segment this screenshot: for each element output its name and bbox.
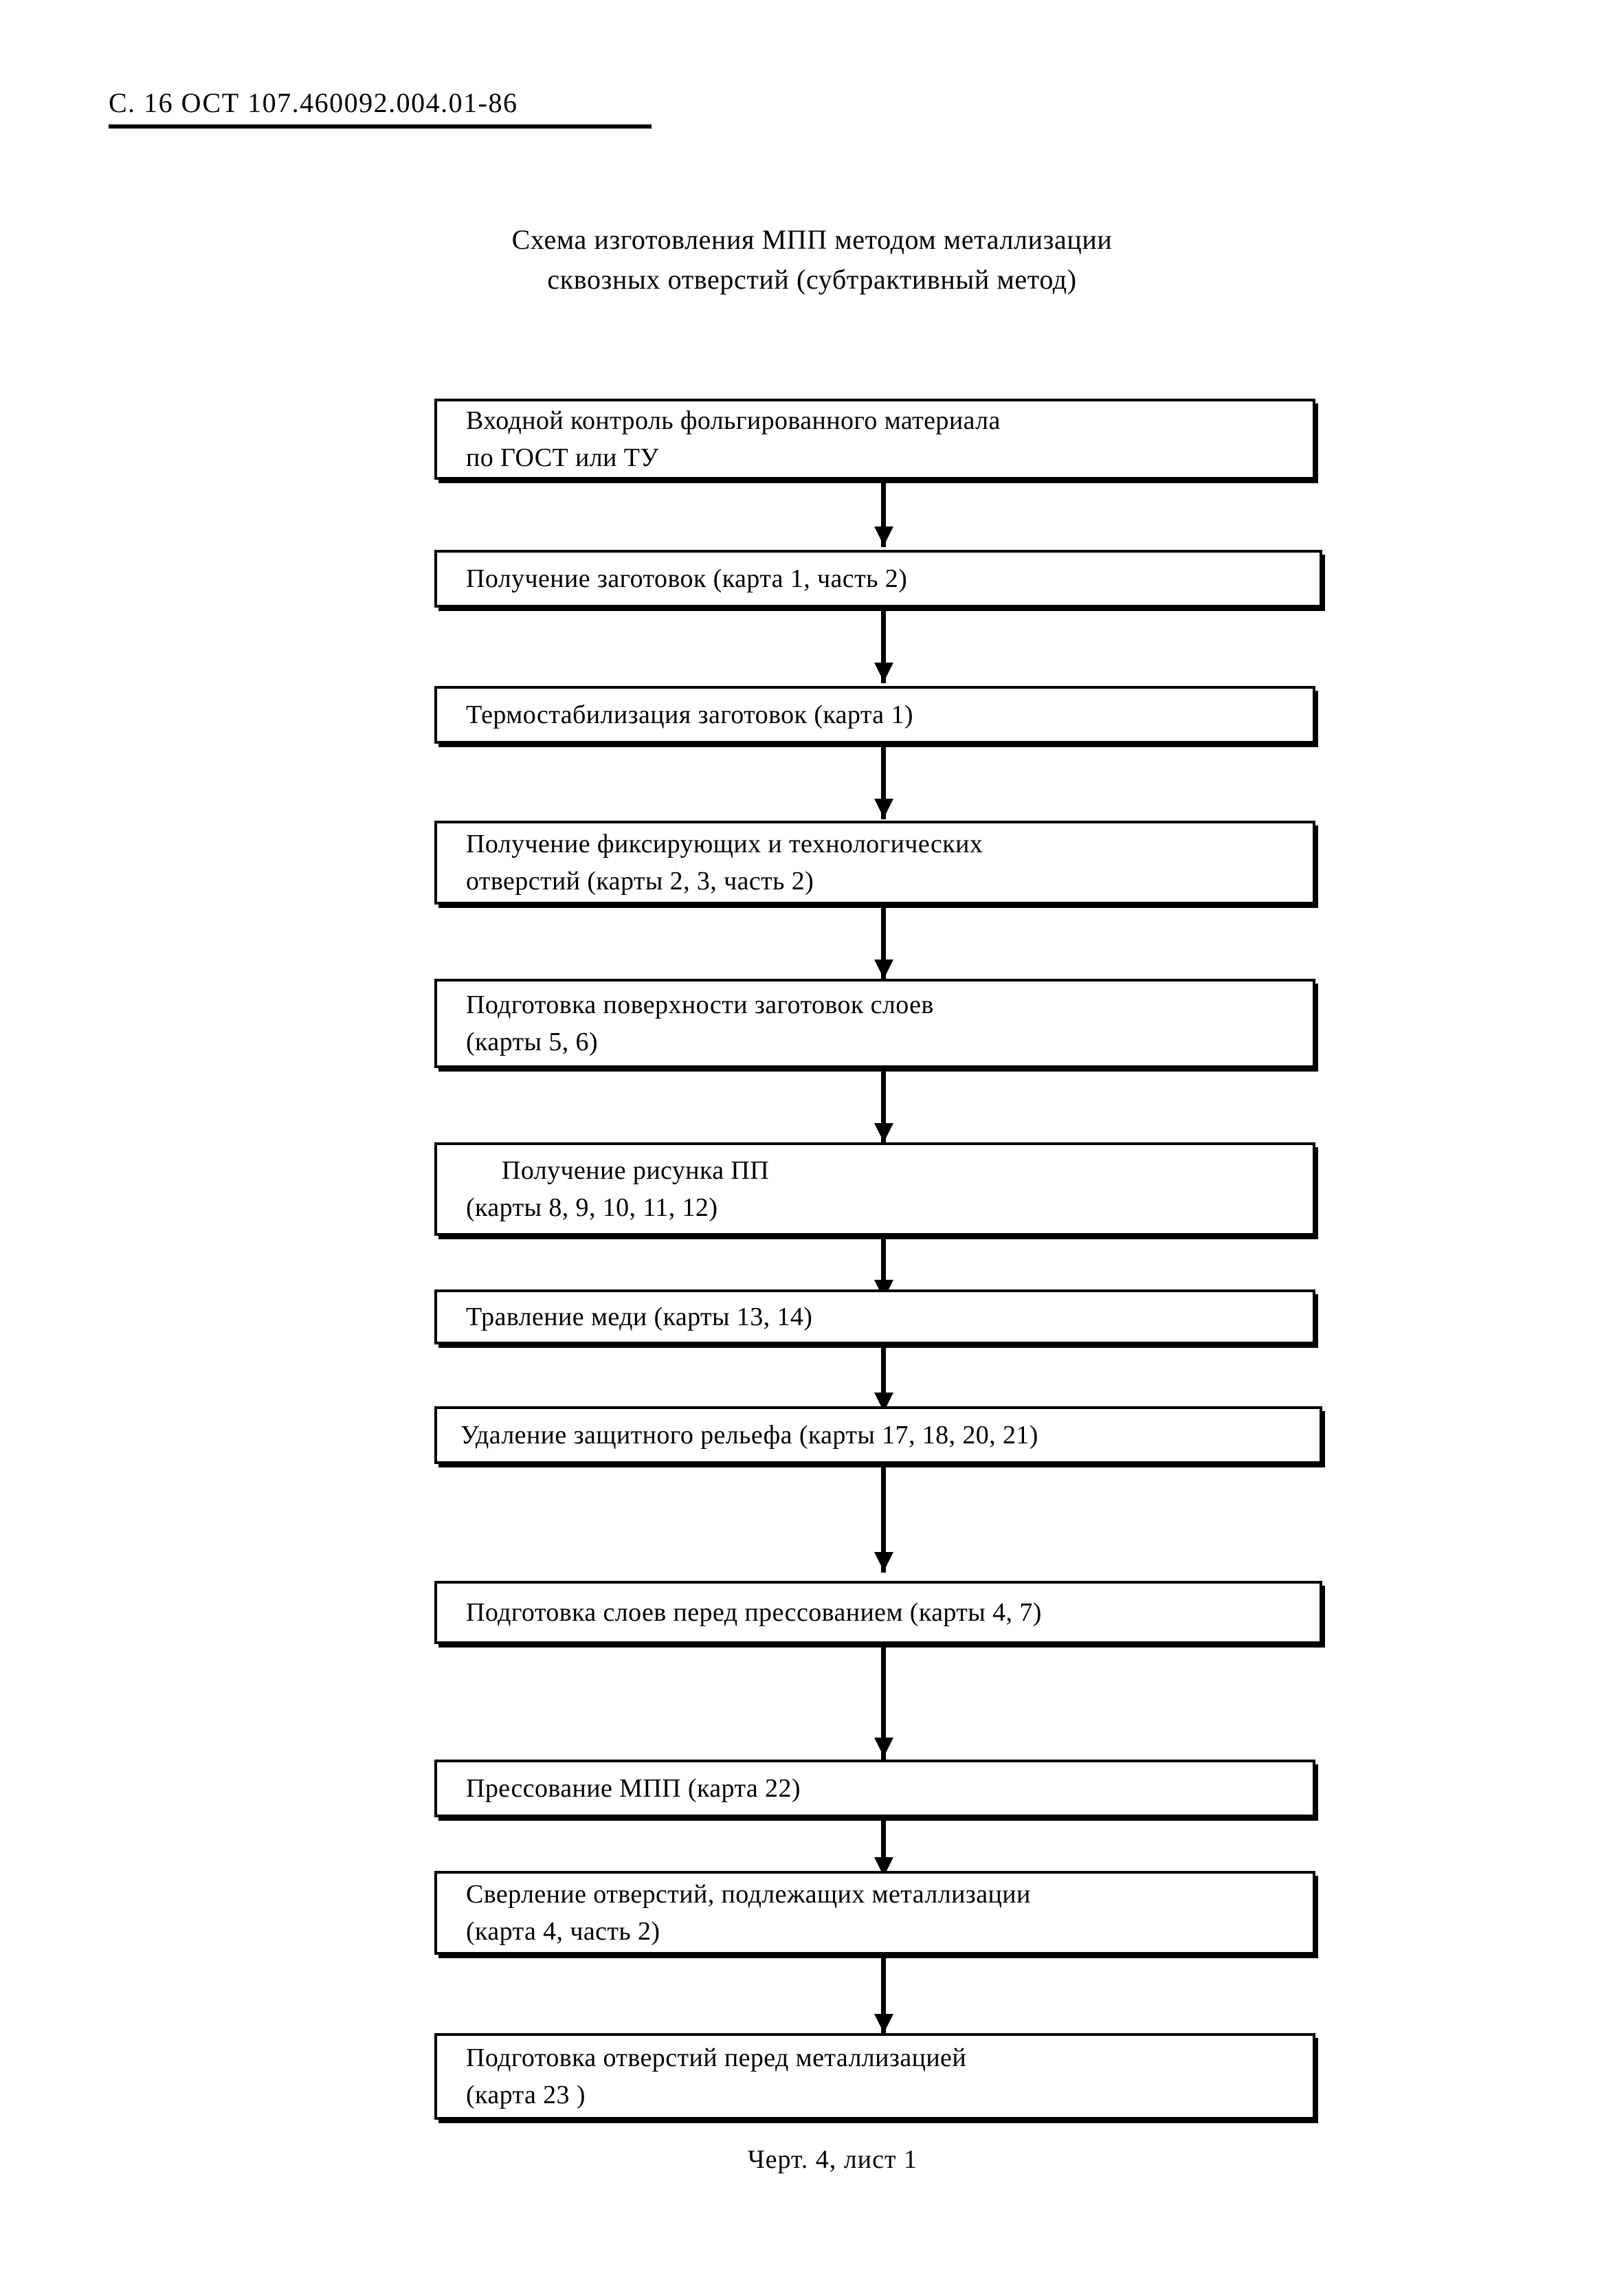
flow-node-6-line-2: (карты 8, 9, 10, 11, 12): [466, 1193, 718, 1222]
flow-connector-7-8: [881, 1344, 886, 1412]
flow-node-10: Прессование МПП (карта 22): [434, 1760, 1315, 1817]
flow-node-3-text: Термостабилизация заготовок (карта 1): [466, 696, 913, 733]
flow-connector-6-7: [881, 1236, 886, 1299]
flow-node-9-line-1: Подготовка слоев перед прессованием (кар…: [466, 1598, 1042, 1627]
flow-node-11: Сверление отверстий, подлежащих металлиз…: [434, 1871, 1315, 1955]
flow-node-11-text: Сверление отверстий, подлежащих металлиз…: [466, 1876, 1031, 1950]
page-header-text: С. 16 ОСТ 107.460092.004.01-86: [109, 87, 518, 118]
flow-connector-10-11: [881, 1817, 886, 1876]
flow-arrowhead-1-2: [874, 526, 893, 546]
flow-node-8-line-1: Удаление защитного рельефа (карты 17, 18…: [460, 1421, 1038, 1450]
flow-arrowhead-9-10: [874, 1738, 893, 1757]
flow-connector-3-4: [881, 744, 886, 819]
flow-node-2-line-1: Получение заготовок (карта 1, часть 2): [466, 564, 908, 593]
flow-node-12: Подготовка отверстий перед металлизацией…: [434, 2033, 1315, 2120]
figure-caption: Черт. 4, лист 1: [0, 2144, 1624, 2175]
flow-connector-2-3: [881, 608, 886, 683]
flow-node-3: Термостабилизация заготовок (карта 1): [434, 686, 1315, 744]
flow-connector-4-5: [881, 905, 886, 980]
flow-node-6: Получение рисунка ПП (карты 8, 9, 10, 11…: [434, 1142, 1315, 1236]
flow-arrowhead-5-6: [874, 1123, 893, 1142]
flow-connector-5-6: [881, 1068, 886, 1144]
flow-node-8-text: Удаление защитного рельефа (карты 17, 18…: [460, 1417, 1038, 1454]
flow-node-11-line-2: (карта 4, часть 2): [466, 1917, 660, 1946]
diagram-title-line-1: Схема изготовления МПП методом металлиза…: [511, 224, 1113, 255]
flow-node-6-text: Получение рисунка ПП (карты 8, 9, 10, 11…: [466, 1152, 1342, 1226]
flow-node-4-line-1: Получение фиксирующих и технологических: [466, 830, 983, 858]
flow-node-5-line-2: (карты 5, 6): [466, 1028, 598, 1056]
flow-node-1: Входной контроль фольгированного материа…: [434, 399, 1315, 480]
flow-node-3-line-1: Термостабилизация заготовок (карта 1): [466, 700, 913, 729]
flow-node-7-line-1: Травление меди (карты 13, 14): [466, 1302, 813, 1331]
diagram-title: Схема изготовления МПП методом металлиза…: [0, 220, 1624, 300]
flow-node-7-text: Травление меди (карты 13, 14): [466, 1298, 812, 1335]
flow-node-7: Травление меди (карты 13, 14): [434, 1289, 1315, 1344]
flow-node-1-text: Входной контроль фольгированного материа…: [466, 402, 1001, 476]
flow-node-12-line-2: (карта 23 ): [466, 2081, 586, 2109]
flow-arrowhead-3-4: [874, 799, 893, 818]
flow-node-9: Подготовка слоев перед прессованием (кар…: [434, 1581, 1322, 1644]
flow-node-10-line-1: Прессование МПП (карта 22): [466, 1774, 801, 1803]
flow-node-12-line-1: Подготовка отверстий перед металлизацией: [466, 2043, 967, 2072]
flow-node-11-line-1: Сверление отверстий, подлежащих металлиз…: [466, 1880, 1031, 1909]
diagram-title-line-2: сквозных отверстий (субтрактивный метод): [547, 264, 1077, 295]
flow-node-5-line-1: Подготовка поверхности заготовок слоев: [466, 990, 934, 1019]
flow-node-5-text: Подготовка поверхности заготовок слоев (…: [466, 986, 934, 1061]
figure-caption-text: Черт. 4, лист 1: [747, 2145, 918, 2174]
page-header: С. 16 ОСТ 107.460092.004.01-86: [109, 87, 796, 129]
flow-connector-1-2: [881, 480, 886, 547]
page-header-rule: [109, 124, 652, 129]
flow-node-2-text: Получение заготовок (карта 1, часть 2): [466, 560, 907, 597]
flow-node-2: Получение заготовок (карта 1, часть 2): [434, 550, 1322, 608]
flow-node-1-line-2: по ГОСТ или ТУ: [466, 443, 659, 472]
flow-node-4: Получение фиксирующих и технологических …: [434, 821, 1315, 905]
flow-arrowhead-8-9: [874, 1552, 893, 1571]
flow-node-6-line-1: Получение рисунка ПП: [502, 1156, 770, 1185]
flow-node-12-text: Подготовка отверстий перед металлизацией…: [466, 2039, 966, 2114]
flow-arrowhead-4-5: [874, 960, 893, 979]
flow-connector-11-12: [881, 1955, 886, 2036]
flow-node-9-text: Подготовка слоев перед прессованием (кар…: [466, 1594, 1042, 1631]
flow-node-4-line-2: отверстий (карты 2, 3, часть 2): [466, 867, 814, 896]
flow-node-5: Подготовка поверхности заготовок слоев (…: [434, 979, 1315, 1068]
flow-node-8: Удаление защитного рельефа (карты 17, 18…: [434, 1406, 1322, 1464]
flow-node-10-text: Прессование МПП (карта 22): [466, 1770, 801, 1807]
flow-arrowhead-2-3: [874, 663, 893, 682]
flow-node-4-text: Получение фиксирующих и технологических …: [466, 825, 983, 900]
flow-node-1-line-1: Входной контроль фольгированного материа…: [466, 406, 1001, 435]
flow-arrowhead-11-12: [874, 2014, 893, 2033]
flow-connector-9-10: [881, 1644, 886, 1760]
flow-connector-8-9: [881, 1464, 886, 1573]
